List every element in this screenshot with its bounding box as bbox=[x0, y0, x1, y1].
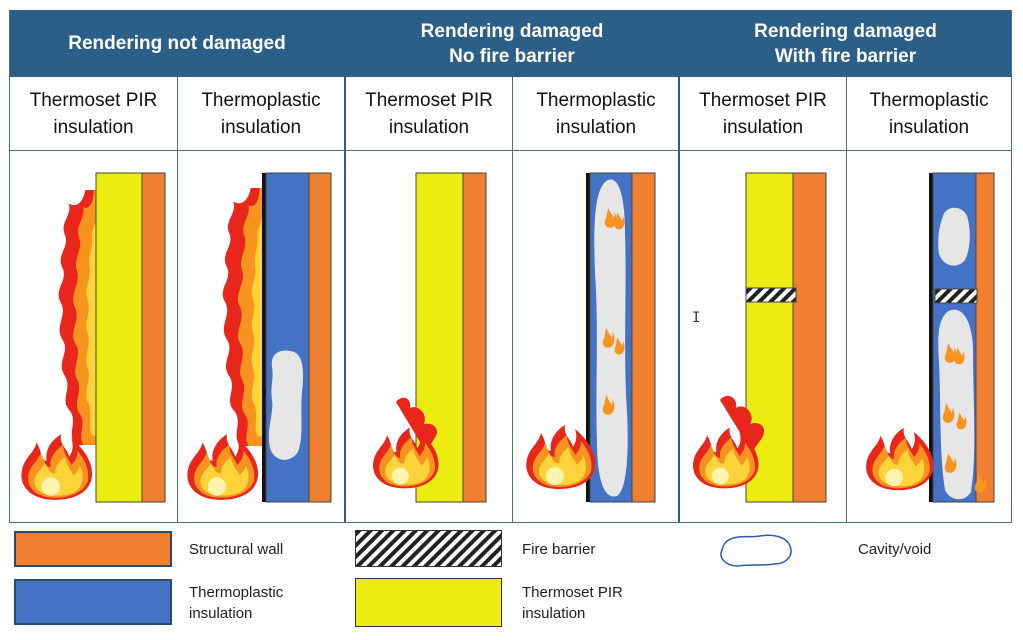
render-layer bbox=[262, 173, 266, 502]
structural-wall-layer bbox=[975, 172, 995, 503]
cavity-void bbox=[938, 207, 970, 266]
illustration-thermoplastic-with-barrier bbox=[847, 152, 1011, 522]
column-header-4: Thermoplastic insulation bbox=[513, 77, 679, 151]
illustration-thermoplastic-intact bbox=[178, 152, 344, 522]
fireball-icon bbox=[866, 427, 934, 491]
legend-label-structural-wall: Structural wall bbox=[189, 541, 284, 558]
illustration-pir-intact bbox=[10, 152, 177, 522]
legend-label-thermoplastic: Thermoplastic insulation bbox=[189, 582, 283, 624]
flame-tongue-icon bbox=[720, 395, 765, 452]
header-damaged-with-barrier: Rendering damaged With fire barrier bbox=[680, 10, 1011, 77]
column-header-line: Thermoplastic bbox=[869, 89, 989, 111]
column-divider bbox=[177, 77, 178, 522]
column-header-6: Thermoplastic insulation bbox=[847, 77, 1011, 151]
header-line: No fire barrier bbox=[449, 45, 575, 67]
legend-swatch-structural-wall bbox=[14, 531, 172, 567]
header-line: Rendering damaged bbox=[754, 20, 937, 42]
structural-wall-layer bbox=[792, 172, 827, 503]
column-header-1: Thermoset PIR insulation bbox=[10, 77, 177, 151]
group-divider bbox=[344, 10, 346, 522]
column-header-line: Thermoset PIR bbox=[365, 89, 493, 111]
legend-label-line: insulation bbox=[522, 605, 586, 622]
legend-swatch-cavity bbox=[716, 530, 796, 570]
legend-label-thermoset-pir: Thermoset PIR insulation bbox=[522, 582, 623, 624]
legend-swatch-thermoplastic bbox=[14, 579, 172, 625]
column-header-line: Thermoplastic bbox=[536, 89, 656, 111]
structural-wall-layer bbox=[462, 172, 487, 503]
group-divider bbox=[678, 10, 680, 522]
column-header-line: insulation bbox=[722, 116, 804, 138]
structural-wall-layer bbox=[308, 172, 332, 503]
legend-label-fire-barrier: Fire barrier bbox=[522, 541, 596, 558]
header-damaged-no-barrier: Rendering damaged No fire barrier bbox=[346, 10, 678, 77]
legend-label-line: Thermoset PIR bbox=[522, 584, 623, 601]
legend-label-line: insulation bbox=[189, 605, 253, 622]
column-header-line: Thermoplastic bbox=[201, 89, 321, 111]
flame-tongue-icon bbox=[396, 397, 438, 452]
legend-label-line: Thermoplastic bbox=[189, 584, 284, 601]
header-line: Rendering damaged bbox=[420, 20, 604, 42]
cavity-void bbox=[268, 350, 304, 460]
fireball-icon bbox=[526, 425, 596, 489]
column-header-5: Thermoset PIR insulation bbox=[680, 77, 846, 151]
legend-label-cavity: Cavity/void bbox=[858, 541, 932, 558]
column-divider bbox=[846, 77, 847, 522]
column-header-line: insulation bbox=[888, 116, 970, 138]
legend-swatch-fire-barrier bbox=[355, 530, 502, 567]
render-layer bbox=[586, 173, 590, 502]
column-header-line: insulation bbox=[388, 116, 470, 138]
illustration-pir-damaged bbox=[346, 152, 512, 522]
illustration-thermoplastic-damaged bbox=[513, 152, 679, 522]
cavity-void bbox=[938, 309, 975, 500]
legend-swatch-thermoset-pir bbox=[355, 578, 502, 627]
flame-sheet-icon bbox=[58, 190, 98, 445]
column-header-3: Thermoset PIR insulation bbox=[346, 77, 512, 151]
column-header-line: Thermoset PIR bbox=[699, 89, 827, 111]
fire-barrier-strip bbox=[745, 287, 797, 303]
structural-wall-layer bbox=[631, 172, 656, 503]
header-line: With fire barrier bbox=[774, 45, 917, 67]
pir-insulation-layer bbox=[95, 172, 143, 503]
stray-cursor-mark: I bbox=[692, 310, 701, 326]
structural-wall-layer bbox=[141, 172, 166, 503]
header-rendering-not-damaged: Rendering not damaged bbox=[10, 10, 344, 77]
column-header-line: Thermoset PIR bbox=[29, 89, 158, 111]
column-header-line: insulation bbox=[220, 116, 302, 138]
column-header-2: Thermoplastic insulation bbox=[178, 77, 344, 151]
header-line: Rendering not damaged bbox=[68, 33, 286, 54]
flame-sheet-icon bbox=[222, 188, 264, 446]
column-header-line: insulation bbox=[53, 116, 134, 138]
column-divider bbox=[512, 77, 513, 522]
illustration-pir-with-barrier: I bbox=[680, 152, 846, 522]
render-layer bbox=[929, 173, 933, 502]
fire-barrier-strip bbox=[934, 288, 978, 304]
column-header-line: insulation bbox=[555, 116, 637, 138]
